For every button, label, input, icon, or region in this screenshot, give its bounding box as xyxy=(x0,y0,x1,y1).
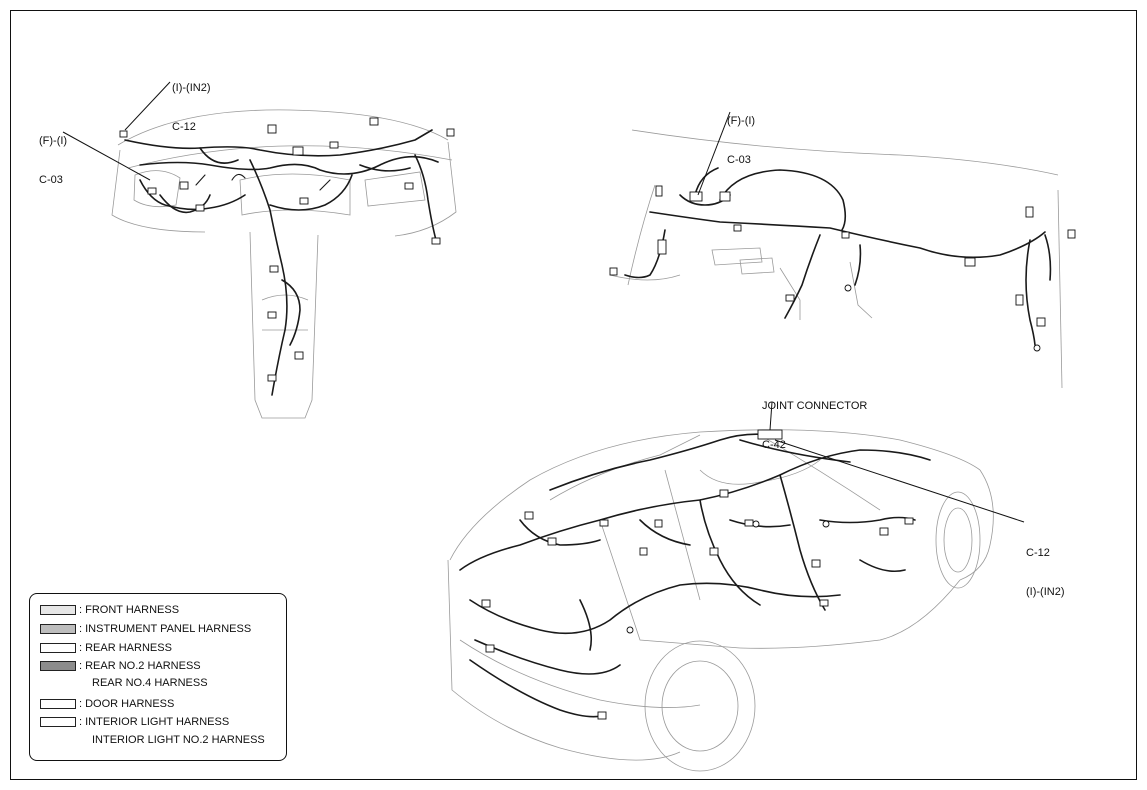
leader-car-c12 xyxy=(774,439,1025,523)
vehicle-connector-group xyxy=(481,429,914,720)
leader-ip-in2 xyxy=(124,81,171,131)
callout-ip-fi: (F)-(I) C-03 xyxy=(39,109,67,200)
legend-label-front: : FRONT HARNESS xyxy=(79,603,180,616)
legend-item-rear-no2: : REAR NO.2 HARNESS xyxy=(40,658,201,673)
legend-item-front: : FRONT HARNESS xyxy=(40,602,179,617)
legend-swatch-door xyxy=(40,698,76,709)
leader-ip-fi xyxy=(62,131,151,181)
legend-label-interior-light: : INTERIOR LIGHT HARNESS xyxy=(79,715,230,728)
callout-joint-connector: JOINT CONNECTOR C-42 xyxy=(762,374,867,465)
callout-kick-fi-id: C-03 xyxy=(727,154,751,166)
legend-swatch-rear xyxy=(40,642,76,653)
kick-panel-drawing xyxy=(609,111,1076,389)
instrument-panel-drawing xyxy=(62,81,457,419)
legend-swatch-rear-no2 xyxy=(40,660,76,671)
legend-label-rear-no2: : REAR NO.2 HARNESS xyxy=(79,659,201,672)
callout-car-c12-code: (I)-(IN2) xyxy=(1026,586,1065,598)
legend-item-instrument-panel: : INSTRUMENT PANEL HARNESS xyxy=(40,621,251,636)
callout-ip-in2-id: C-12 xyxy=(172,121,196,133)
callout-ip-in2-code: (I)-(IN2) xyxy=(172,82,211,94)
callout-ip-fi-id: C-03 xyxy=(39,174,63,186)
legend-item-rear: : REAR HARNESS xyxy=(40,640,172,655)
legend-label-instrument-panel: : INSTRUMENT PANEL HARNESS xyxy=(79,622,252,635)
vehicle-drawing xyxy=(447,401,1025,772)
diagram-frame xyxy=(10,10,1137,780)
legend-swatch-front xyxy=(40,604,76,615)
legend-swatch-instrument-panel xyxy=(40,623,76,634)
legend-item-door: : DOOR HARNESS xyxy=(40,696,174,711)
leader-kick-fi xyxy=(697,111,731,196)
callout-kick-fi-code: (F)-(I) xyxy=(727,115,756,127)
leader-joint xyxy=(769,401,773,431)
legend-label-door: : DOOR HARNESS xyxy=(79,697,175,710)
legend-label-rear-no4: REAR NO.4 HARNESS xyxy=(92,677,208,689)
legend-item-interior-light: : INTERIOR LIGHT HARNESS xyxy=(40,714,229,729)
callout-ip-fi-code: (F)-(I) xyxy=(39,135,68,147)
kick-connector-group xyxy=(609,185,1076,352)
callout-car-c12-id: C-12 xyxy=(1026,547,1050,559)
legend-swatch-interior-light xyxy=(40,716,76,727)
callout-kick-fi: (F)-(I) C-03 xyxy=(727,89,755,180)
callout-joint-id: C-42 xyxy=(762,439,786,451)
callout-ip-in2: (I)-(IN2) C-12 xyxy=(172,56,211,147)
legend-label-rear: : REAR HARNESS xyxy=(79,641,172,654)
harness-legend: : FRONT HARNESS : INSTRUMENT PANEL HARNE… xyxy=(29,593,287,761)
ip-connector-group xyxy=(119,117,455,382)
callout-car-c12: C-12 (I)-(IN2) xyxy=(1026,521,1065,612)
callout-joint-title: JOINT CONNECTOR xyxy=(762,400,868,412)
legend-label-interior-light-no2: INTERIOR LIGHT NO.2 HARNESS xyxy=(92,734,265,746)
